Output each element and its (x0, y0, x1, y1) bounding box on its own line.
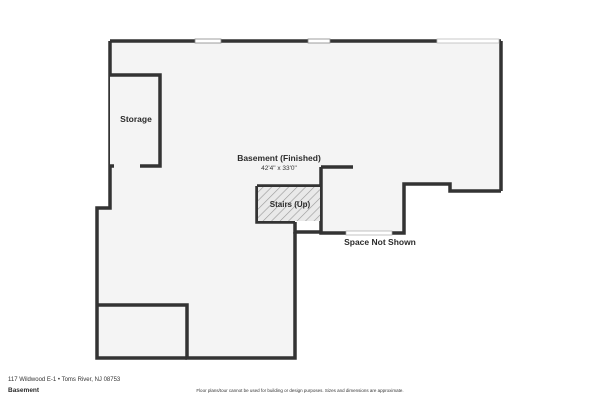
floor-name: Basement (8, 387, 40, 394)
windows (194, 38, 500, 44)
storage-label: Storage (120, 114, 152, 124)
basement-room-label: Basement (Finished) (237, 153, 321, 163)
basement-floor-lower (97, 41, 501, 358)
opening-to-space-not-shown (345, 230, 393, 236)
stairs-area (258, 187, 320, 221)
disclaimer: Floor plans/tour cannot be used for buil… (196, 388, 403, 393)
basement-dimensions: 42'4" x 33'0" (261, 165, 297, 172)
address-line: 117 Wildwood E-1 • Toms River, NJ 08753 (8, 377, 121, 383)
storage-room (110, 73, 162, 168)
stairs-label: Stairs (Up) (270, 200, 311, 209)
space-not-shown-label: Space Not Shown (344, 237, 416, 247)
